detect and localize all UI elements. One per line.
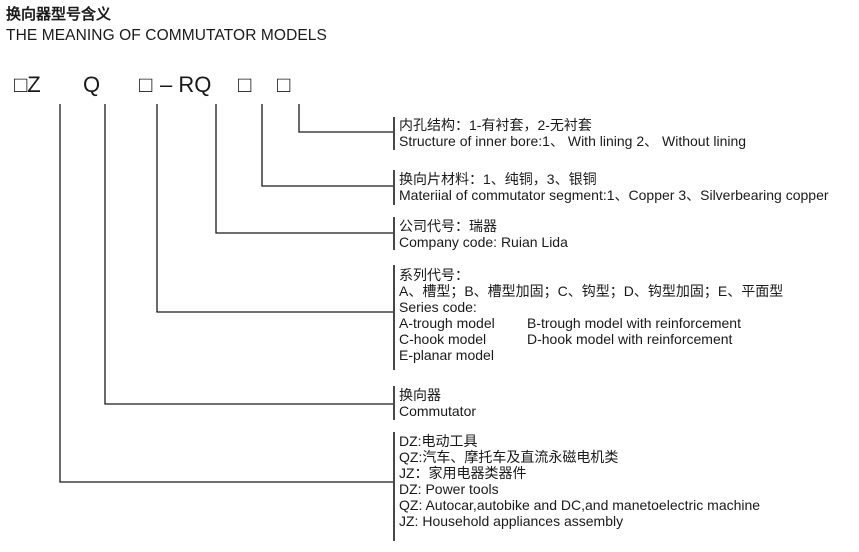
material-cn: 换向片材料：1、纯铜，3、银铜 <box>399 171 597 187</box>
code-bore: □ <box>277 72 291 97</box>
commutator-block: 换向器 Commutator <box>399 387 476 419</box>
code-company: – RQ <box>160 72 212 97</box>
code-commutator: Q <box>83 72 101 97</box>
leader-application <box>59 104 393 483</box>
series-cn-items: A、槽型；B、槽型加固；C、钩型；D、钩型加固；E、平面型 <box>399 283 784 299</box>
series-cn-label: 系列代号： <box>399 267 469 283</box>
company-cn: 公司代号：瑞器 <box>399 218 497 234</box>
commutator-cn: 换向器 <box>399 387 441 403</box>
series-code-block: 系列代号： A、槽型；B、槽型加固；C、钩型；D、钩型加固；E、平面型 Seri… <box>399 267 783 363</box>
series-a: A-trough model <box>399 315 495 331</box>
code-series: □ <box>139 72 153 97</box>
application-jz-cn: JZ：家用电器类器件 <box>399 465 527 481</box>
series-c: C-hook model <box>399 331 487 347</box>
series-e: E-planar model <box>399 347 494 363</box>
leader-series <box>156 104 393 313</box>
bore-cn: 内孔结构：1-有衬套，2-无衬套 <box>399 117 592 133</box>
application-dz-cn: DZ:电动工具 <box>399 433 478 449</box>
series-en-label: Series code: <box>399 299 477 315</box>
application-jz-en: JZ: Household appliances assembly <box>399 513 624 529</box>
leader-material <box>261 104 393 187</box>
series-row-ab: A-trough model B-trough model with reinf… <box>399 315 783 331</box>
series-b: B-trough model with reinforcement <box>527 315 741 331</box>
application-type-block: DZ:电动工具 QZ:汽车、摩托车及直流永磁电机类 JZ：家用电器类器件 DZ:… <box>399 433 760 529</box>
bore-en: Structure of inner bore:1、 With lining 2… <box>399 133 747 149</box>
code-material: □ <box>238 72 252 97</box>
bore-structure-block: 内孔结构：1-有衬套，2-无衬套 Structure of inner bore… <box>399 117 746 149</box>
application-qz-en: QZ: Autocar,autobike and DC,and manetoel… <box>399 497 761 513</box>
series-row-cd: C-hook model D-hook model with reinforce… <box>399 331 783 347</box>
company-en: Company code: Ruian Lida <box>399 234 568 250</box>
title-english: THE MEANING OF COMMUTATOR MODELS <box>6 27 327 44</box>
code-application-type: □Z <box>14 72 41 97</box>
title-chinese: 换向器型号含义 <box>6 6 112 23</box>
application-dz-en: DZ: Power tools <box>399 481 499 497</box>
leader-company <box>215 104 393 234</box>
commutator-en: Commutator <box>399 403 477 419</box>
material-en: Materiial of commutator segment:1、Copper… <box>399 187 829 203</box>
company-code-block: 公司代号：瑞器 Company code: Ruian Lida <box>399 218 568 250</box>
application-qz-cn: QZ:汽车、摩托车及直流永磁电机类 <box>399 449 619 465</box>
segment-material-block: 换向片材料：1、纯铜，3、银铜 Materiial of commutator … <box>399 171 829 203</box>
leader-commutator <box>104 104 393 405</box>
series-d: D-hook model with reinforcement <box>527 331 733 347</box>
leader-bore <box>298 104 393 133</box>
